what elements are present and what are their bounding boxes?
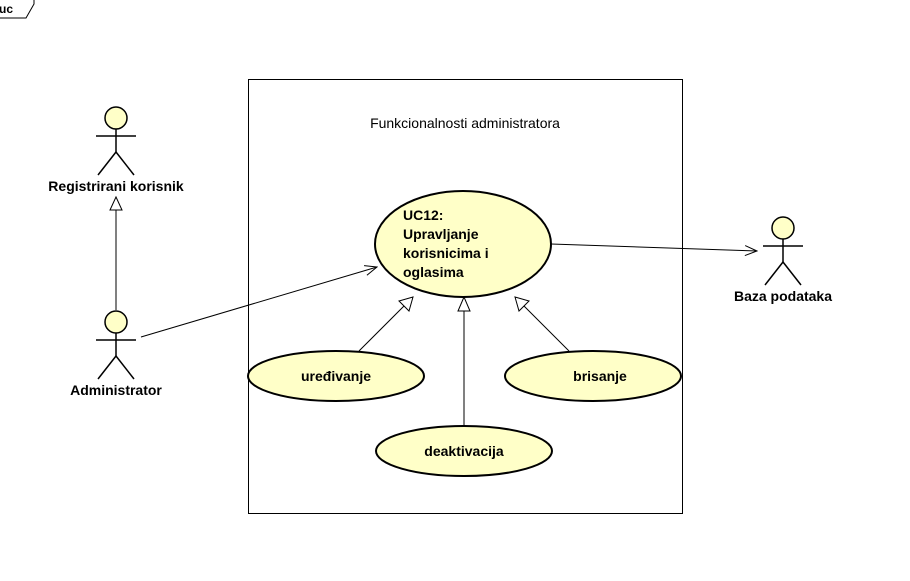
relationships [109, 195, 757, 427]
generalization-uredivanje[interactable] [358, 305, 405, 352]
generalization-arrowhead-brisanje [514, 296, 530, 312]
actor-registrirani-korisnik[interactable]: Registrirani korisnik [48, 106, 184, 194]
use-case-brisanje[interactable]: brisanje [504, 350, 682, 402]
use-case-brisanje-label: brisanje [573, 368, 627, 384]
association-admin-uc12[interactable] [140, 267, 377, 338]
frame-tag-label: uc [0, 2, 13, 16]
actor-baza-label: Baza podataka [734, 288, 832, 304]
use-case-uredivanje[interactable]: uređivanje [247, 350, 425, 402]
generalization-arrowhead-deaktivacija [457, 295, 471, 312]
generalization-brisanje[interactable] [523, 305, 570, 352]
uc12-line-1: UC12: [403, 207, 443, 223]
system-name: Funkcionalnosti administratora [370, 115, 560, 131]
use-case-uredivanje-label: uređivanje [301, 368, 371, 384]
generalization-arrowhead-registered [109, 195, 123, 211]
uc12-line-4: oglasima [403, 264, 464, 280]
association-uc12-database[interactable] [550, 243, 757, 251]
generalization-arrowhead-uredivanje [398, 296, 414, 312]
actor-registrirani-label: Registrirani korisnik [48, 178, 184, 194]
use-case-deaktivacija-label: deaktivacija [424, 443, 504, 459]
actor-baza-podataka[interactable]: Baza podataka [734, 216, 832, 304]
uc12-line-2: Upravljanje [403, 226, 479, 242]
use-case-uc12[interactable]: UC12: Upravljanje korisnicima i oglasima [374, 190, 552, 298]
uc12-line-3: korisnicima i [403, 245, 489, 261]
actor-administrator[interactable]: Administrator [70, 310, 162, 398]
actor-administrator-label: Administrator [70, 382, 162, 398]
use-case-deaktivacija[interactable]: deaktivacija [375, 425, 553, 477]
frame-tag: uc [0, 0, 35, 19]
